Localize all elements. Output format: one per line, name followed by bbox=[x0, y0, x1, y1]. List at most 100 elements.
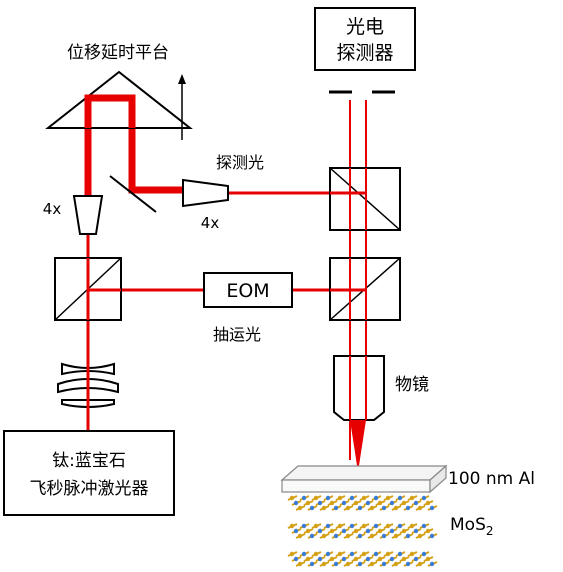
mos2-atom bbox=[289, 551, 295, 557]
mos2-atom bbox=[301, 523, 307, 529]
femtosecond-laser: 钛:蓝宝石 飞秒脉冲激光器 bbox=[3, 430, 175, 516]
mos2-atom bbox=[413, 556, 419, 562]
mos2-atom bbox=[325, 495, 331, 501]
mos2-atom bbox=[401, 528, 407, 534]
focus-cone bbox=[350, 420, 366, 472]
eom-label: EOM bbox=[226, 280, 269, 302]
mos2-atom bbox=[425, 556, 431, 562]
mos2-atom bbox=[321, 505, 327, 511]
mos2-atom bbox=[397, 523, 403, 529]
mos2-atom bbox=[405, 561, 411, 567]
mos2-atom bbox=[429, 561, 435, 567]
mos2-atom bbox=[325, 523, 331, 529]
delay-stage-label: 位移延时平台 bbox=[67, 43, 169, 63]
mos2-atom bbox=[337, 551, 343, 557]
mos2-atom bbox=[361, 495, 367, 501]
laser-label-1: 钛:蓝宝石 bbox=[52, 451, 126, 471]
photodetector-box bbox=[314, 7, 416, 71]
mos2-atom bbox=[393, 533, 399, 539]
mos2-atom bbox=[333, 505, 339, 511]
mos2-atom bbox=[341, 556, 347, 562]
expander-left bbox=[72, 195, 104, 235]
mos2-atom bbox=[329, 556, 335, 562]
mos2-atom bbox=[385, 551, 391, 557]
mos2-atom bbox=[345, 561, 351, 567]
mirror bbox=[109, 175, 157, 213]
prism-beam bbox=[84, 94, 136, 128]
mos2-atom bbox=[337, 495, 343, 501]
mos2-atom bbox=[337, 523, 343, 529]
mos2-atom bbox=[353, 556, 359, 562]
mos2-atom bbox=[409, 523, 415, 529]
mos2-atom bbox=[321, 533, 327, 539]
mos2-atom bbox=[397, 551, 403, 557]
mos2-atom bbox=[341, 528, 347, 534]
objective-label: 物镜 bbox=[395, 375, 429, 395]
photodetector-label-2: 探测器 bbox=[336, 42, 393, 64]
stage-movement-arrow bbox=[178, 74, 186, 140]
mos2-atom bbox=[341, 500, 347, 506]
mos2-atom bbox=[385, 495, 391, 501]
mos2-atom bbox=[317, 528, 323, 534]
mos2-atom bbox=[349, 523, 355, 529]
mos2-atom bbox=[421, 495, 427, 501]
mos2-atom bbox=[305, 556, 311, 562]
aluminum-layer bbox=[280, 464, 448, 494]
mos2-atom bbox=[357, 561, 363, 567]
eom-modulator: EOM bbox=[203, 272, 293, 308]
mos2-atom bbox=[405, 533, 411, 539]
mos2-atom bbox=[293, 528, 299, 534]
mos2-atom bbox=[313, 523, 319, 529]
pump-light-label: 抽运光 bbox=[213, 325, 261, 344]
mos2-atom bbox=[345, 505, 351, 511]
mos2-atom bbox=[389, 528, 395, 534]
mos2-atom bbox=[301, 495, 307, 501]
mos2-atom bbox=[289, 523, 295, 529]
mos2-label: MoS2 bbox=[450, 515, 494, 538]
laser-label-2: 飞秒脉冲激光器 bbox=[30, 479, 149, 499]
mos2-atom bbox=[333, 533, 339, 539]
mos2-atom bbox=[417, 505, 423, 511]
mos2-atom bbox=[329, 500, 335, 506]
mos2-atom bbox=[357, 505, 363, 511]
mos2-atom bbox=[413, 500, 419, 506]
mos2-atom bbox=[373, 523, 379, 529]
mos2-atom bbox=[349, 495, 355, 501]
probe-light-label: 探测光 bbox=[216, 153, 264, 172]
mos2-atom bbox=[353, 528, 359, 534]
mos2-atom bbox=[329, 528, 335, 534]
mos2-atom bbox=[381, 505, 387, 511]
mos2-atom bbox=[365, 556, 371, 562]
expander-right-label: 4x bbox=[201, 214, 220, 232]
mos2-atom bbox=[393, 505, 399, 511]
mos2-atom bbox=[313, 495, 319, 501]
mos2-atom bbox=[377, 528, 383, 534]
aluminum-label: 100 nm Al bbox=[448, 469, 535, 489]
mos2-atom bbox=[313, 551, 319, 557]
mos2-atom bbox=[297, 533, 303, 539]
mos2-atom bbox=[357, 533, 363, 539]
photodetector-label-1: 光电 bbox=[346, 16, 384, 38]
mos2-atom bbox=[365, 500, 371, 506]
beamsplitter-upper-right bbox=[329, 167, 401, 231]
retroreflector-prism bbox=[45, 70, 193, 129]
mos2-atom bbox=[417, 533, 423, 539]
mos2-atom bbox=[373, 551, 379, 557]
mos2-atom bbox=[385, 523, 391, 529]
mos2-atom bbox=[297, 561, 303, 567]
mos2-atom bbox=[377, 556, 383, 562]
mos2-atom bbox=[409, 551, 415, 557]
objective-lens bbox=[333, 355, 385, 421]
mos2-atom bbox=[317, 500, 323, 506]
mos2-atom bbox=[321, 561, 327, 567]
mos2-atom bbox=[389, 556, 395, 562]
mos2-atom bbox=[289, 495, 295, 501]
mos2-atom bbox=[349, 551, 355, 557]
photodetector: 光电 探测器 bbox=[314, 7, 416, 71]
mos2-atom bbox=[369, 533, 375, 539]
mos2-atom bbox=[325, 551, 331, 557]
mos2-atom bbox=[373, 495, 379, 501]
mos2-atom bbox=[333, 561, 339, 567]
